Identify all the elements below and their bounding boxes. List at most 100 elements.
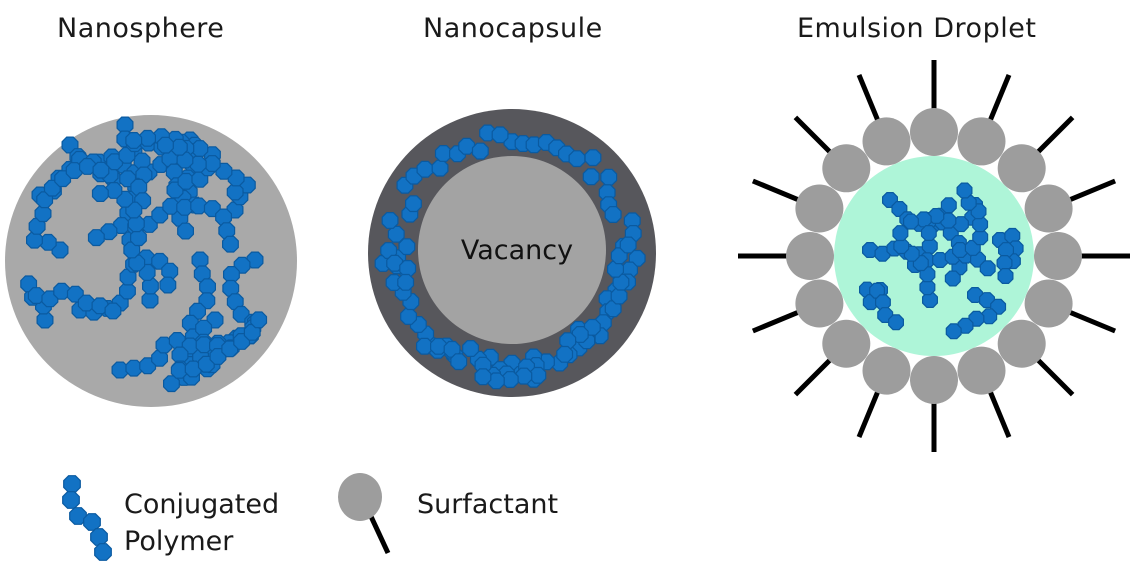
polymer-bead (919, 279, 936, 296)
polymer-bead (78, 158, 96, 175)
polymer-bead (397, 273, 415, 291)
polymer-bead (66, 285, 84, 303)
polymer-bead (921, 292, 939, 308)
polymer-bead (606, 260, 625, 278)
surfactant-head (1024, 279, 1073, 328)
polymer-bead (77, 294, 95, 312)
polymer-bead (600, 168, 618, 186)
droplet-polymer-chains (858, 182, 1024, 340)
polymer-bead (105, 182, 123, 199)
surfactant-head (862, 346, 911, 395)
polymer-bead (944, 270, 961, 287)
polymer-bead (479, 124, 496, 142)
polymer-bead (861, 242, 879, 258)
surfactant-head (1034, 232, 1082, 280)
polymer-bead (233, 256, 251, 274)
polymer-bead (416, 160, 434, 178)
polymer-bead (128, 254, 146, 272)
surfactant-tail (793, 115, 837, 159)
polymer-chain-icon (62, 475, 112, 561)
polymer-bead (474, 368, 492, 386)
surfactant-head (1024, 184, 1073, 233)
legend-polymer-bead (83, 513, 101, 531)
surfactant-head (822, 144, 871, 193)
nanocapsule-core (418, 156, 606, 344)
nanocapsule: Vacancy (368, 109, 656, 397)
surfactant-head (822, 319, 871, 368)
polymer-bead (584, 149, 602, 167)
nanosphere (5, 115, 297, 407)
polymer-bead (198, 292, 216, 310)
polymer-bead (582, 168, 600, 186)
polymer-bead (979, 260, 996, 277)
polymer-bead (100, 223, 118, 241)
surfactant-tail (856, 384, 883, 439)
polymer-bead (142, 277, 159, 295)
polymer-bead (400, 308, 417, 325)
surfactant-tail (751, 178, 806, 205)
polymer-bead (450, 353, 468, 371)
polymer-bead (940, 197, 957, 214)
legend-polymer-bead (90, 528, 108, 546)
surfactant-tail (985, 73, 1012, 128)
polymer-bead (226, 183, 244, 201)
legend-polymer-bead (94, 543, 112, 561)
polymer-bead (957, 317, 974, 334)
surfactant-tail (1062, 307, 1117, 334)
polymer-bead (381, 212, 399, 229)
polymer-bead (151, 349, 168, 367)
polymer-bead (163, 375, 180, 393)
polymer-bead (960, 194, 977, 211)
surfactant-head (997, 319, 1046, 368)
polymer-bead (104, 302, 122, 320)
polymer-bead (928, 208, 945, 224)
nanosphere-polymer-chains (20, 116, 268, 393)
polymer-bead (91, 297, 109, 315)
polymer-bead (125, 132, 143, 149)
polymer-bead (176, 198, 194, 216)
polymer-bead (91, 185, 109, 202)
surfactant-tail (1031, 353, 1075, 397)
polymer-bead (127, 215, 145, 233)
polymer-bead (387, 225, 405, 243)
polymer-bead (26, 231, 43, 249)
surfactant-tails (738, 60, 1130, 452)
polymer-bead (556, 345, 574, 363)
polymer-bead (190, 197, 208, 215)
polymer-bead (398, 238, 416, 256)
vacancy-label: Vacancy (461, 235, 573, 266)
polymer-bead (945, 323, 962, 340)
polymer-bead (568, 150, 586, 168)
surfactant-heads (786, 108, 1082, 404)
surfactant-head (910, 108, 958, 156)
polymer-bead (222, 235, 239, 253)
polymer-bead (610, 287, 628, 305)
title-nanocapsule: Nanocapsule (423, 13, 603, 44)
polymer-bead (386, 254, 404, 272)
polymer-bead (159, 276, 177, 294)
legend-polymer-line2: Polymer (124, 526, 234, 557)
polymer-bead (203, 155, 221, 172)
legend: Conjugated Polymer Surfactant (62, 473, 558, 561)
legend-polymer-bead (63, 475, 81, 493)
polymer-bead (515, 367, 533, 385)
polymer-bead (246, 251, 264, 269)
polymer-bead (458, 137, 476, 155)
polymer-bead (529, 366, 547, 384)
title-nanosphere: Nanosphere (57, 13, 224, 44)
polymer-bead (997, 268, 1014, 284)
polymer-bead (191, 140, 209, 157)
surfactant-tail (1062, 178, 1117, 205)
polymer-bead (604, 206, 622, 223)
polymer-bead (471, 142, 489, 160)
polymer-bead (250, 311, 268, 329)
surfactant-head (957, 346, 1006, 395)
polymer-bead (888, 314, 905, 331)
nanocapsule-polymer-chains (374, 124, 646, 390)
surfactant-head (997, 144, 1046, 193)
surfactant-head (786, 232, 834, 280)
legend-surfactant: Surfactant (417, 489, 558, 520)
legend-polymer-bead (62, 491, 80, 509)
polymer-bead (920, 225, 937, 241)
